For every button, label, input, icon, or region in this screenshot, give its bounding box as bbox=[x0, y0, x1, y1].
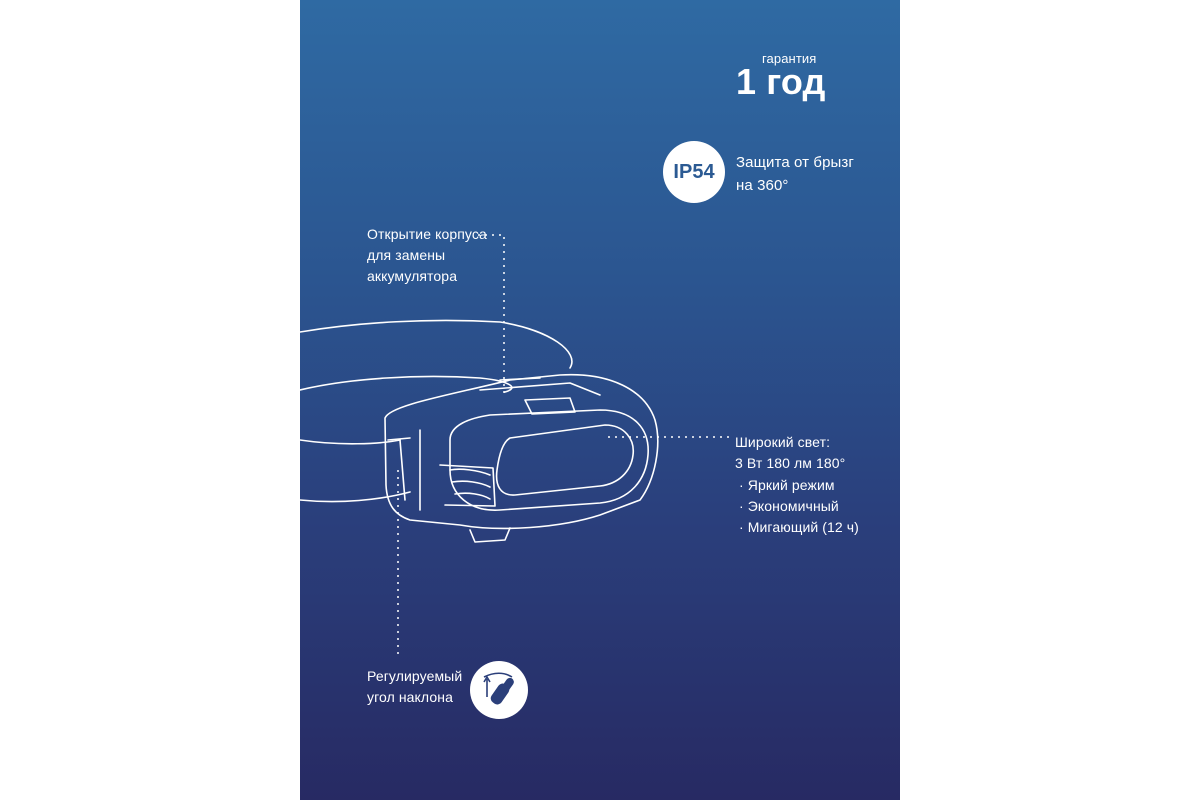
housing-opening-label: Открытие корпуса для замены аккумулятора bbox=[367, 224, 527, 287]
tilt-line2: угол наклона bbox=[367, 689, 453, 705]
housing-line2: для замены bbox=[367, 247, 446, 263]
ip54-badge: IP54 bbox=[663, 141, 725, 203]
splash-protection-line2: на 360° bbox=[736, 177, 789, 194]
wide-light-spec: 3 Вт 180 лм 180° bbox=[735, 455, 846, 471]
splash-protection-text: Защита от брызг на 360° bbox=[736, 151, 886, 197]
ip54-badge-label: IP54 bbox=[673, 160, 715, 183]
mode-blink: · Мигающий (12 ч) bbox=[739, 519, 859, 535]
tilt-line1: Регулируемый bbox=[367, 668, 463, 684]
mode-bright: · Яркий режим bbox=[739, 477, 835, 493]
warranty-caption: гарантия bbox=[762, 51, 817, 66]
splash-protection-line1: Защита от брызг bbox=[736, 154, 854, 171]
housing-line1: Открытие корпуса bbox=[367, 226, 487, 242]
wide-light-label: Широкий свет: 3 Вт 180 лм 180° · Яркий р… bbox=[735, 432, 895, 538]
housing-line3: аккумулятора bbox=[367, 268, 458, 284]
headlamp-illustration bbox=[300, 234, 730, 658]
tilt-angle-label: Регулируемый угол наклона bbox=[367, 666, 487, 708]
mode-eco: · Экономичный bbox=[739, 498, 839, 514]
tilt-angle-icon bbox=[470, 661, 528, 719]
warranty-period: 1 год bbox=[736, 61, 826, 102]
product-poster: гарантия 1 год IP54 Защита от брызг на 3… bbox=[300, 0, 900, 800]
wide-light-title: Широкий свет: bbox=[735, 434, 831, 450]
